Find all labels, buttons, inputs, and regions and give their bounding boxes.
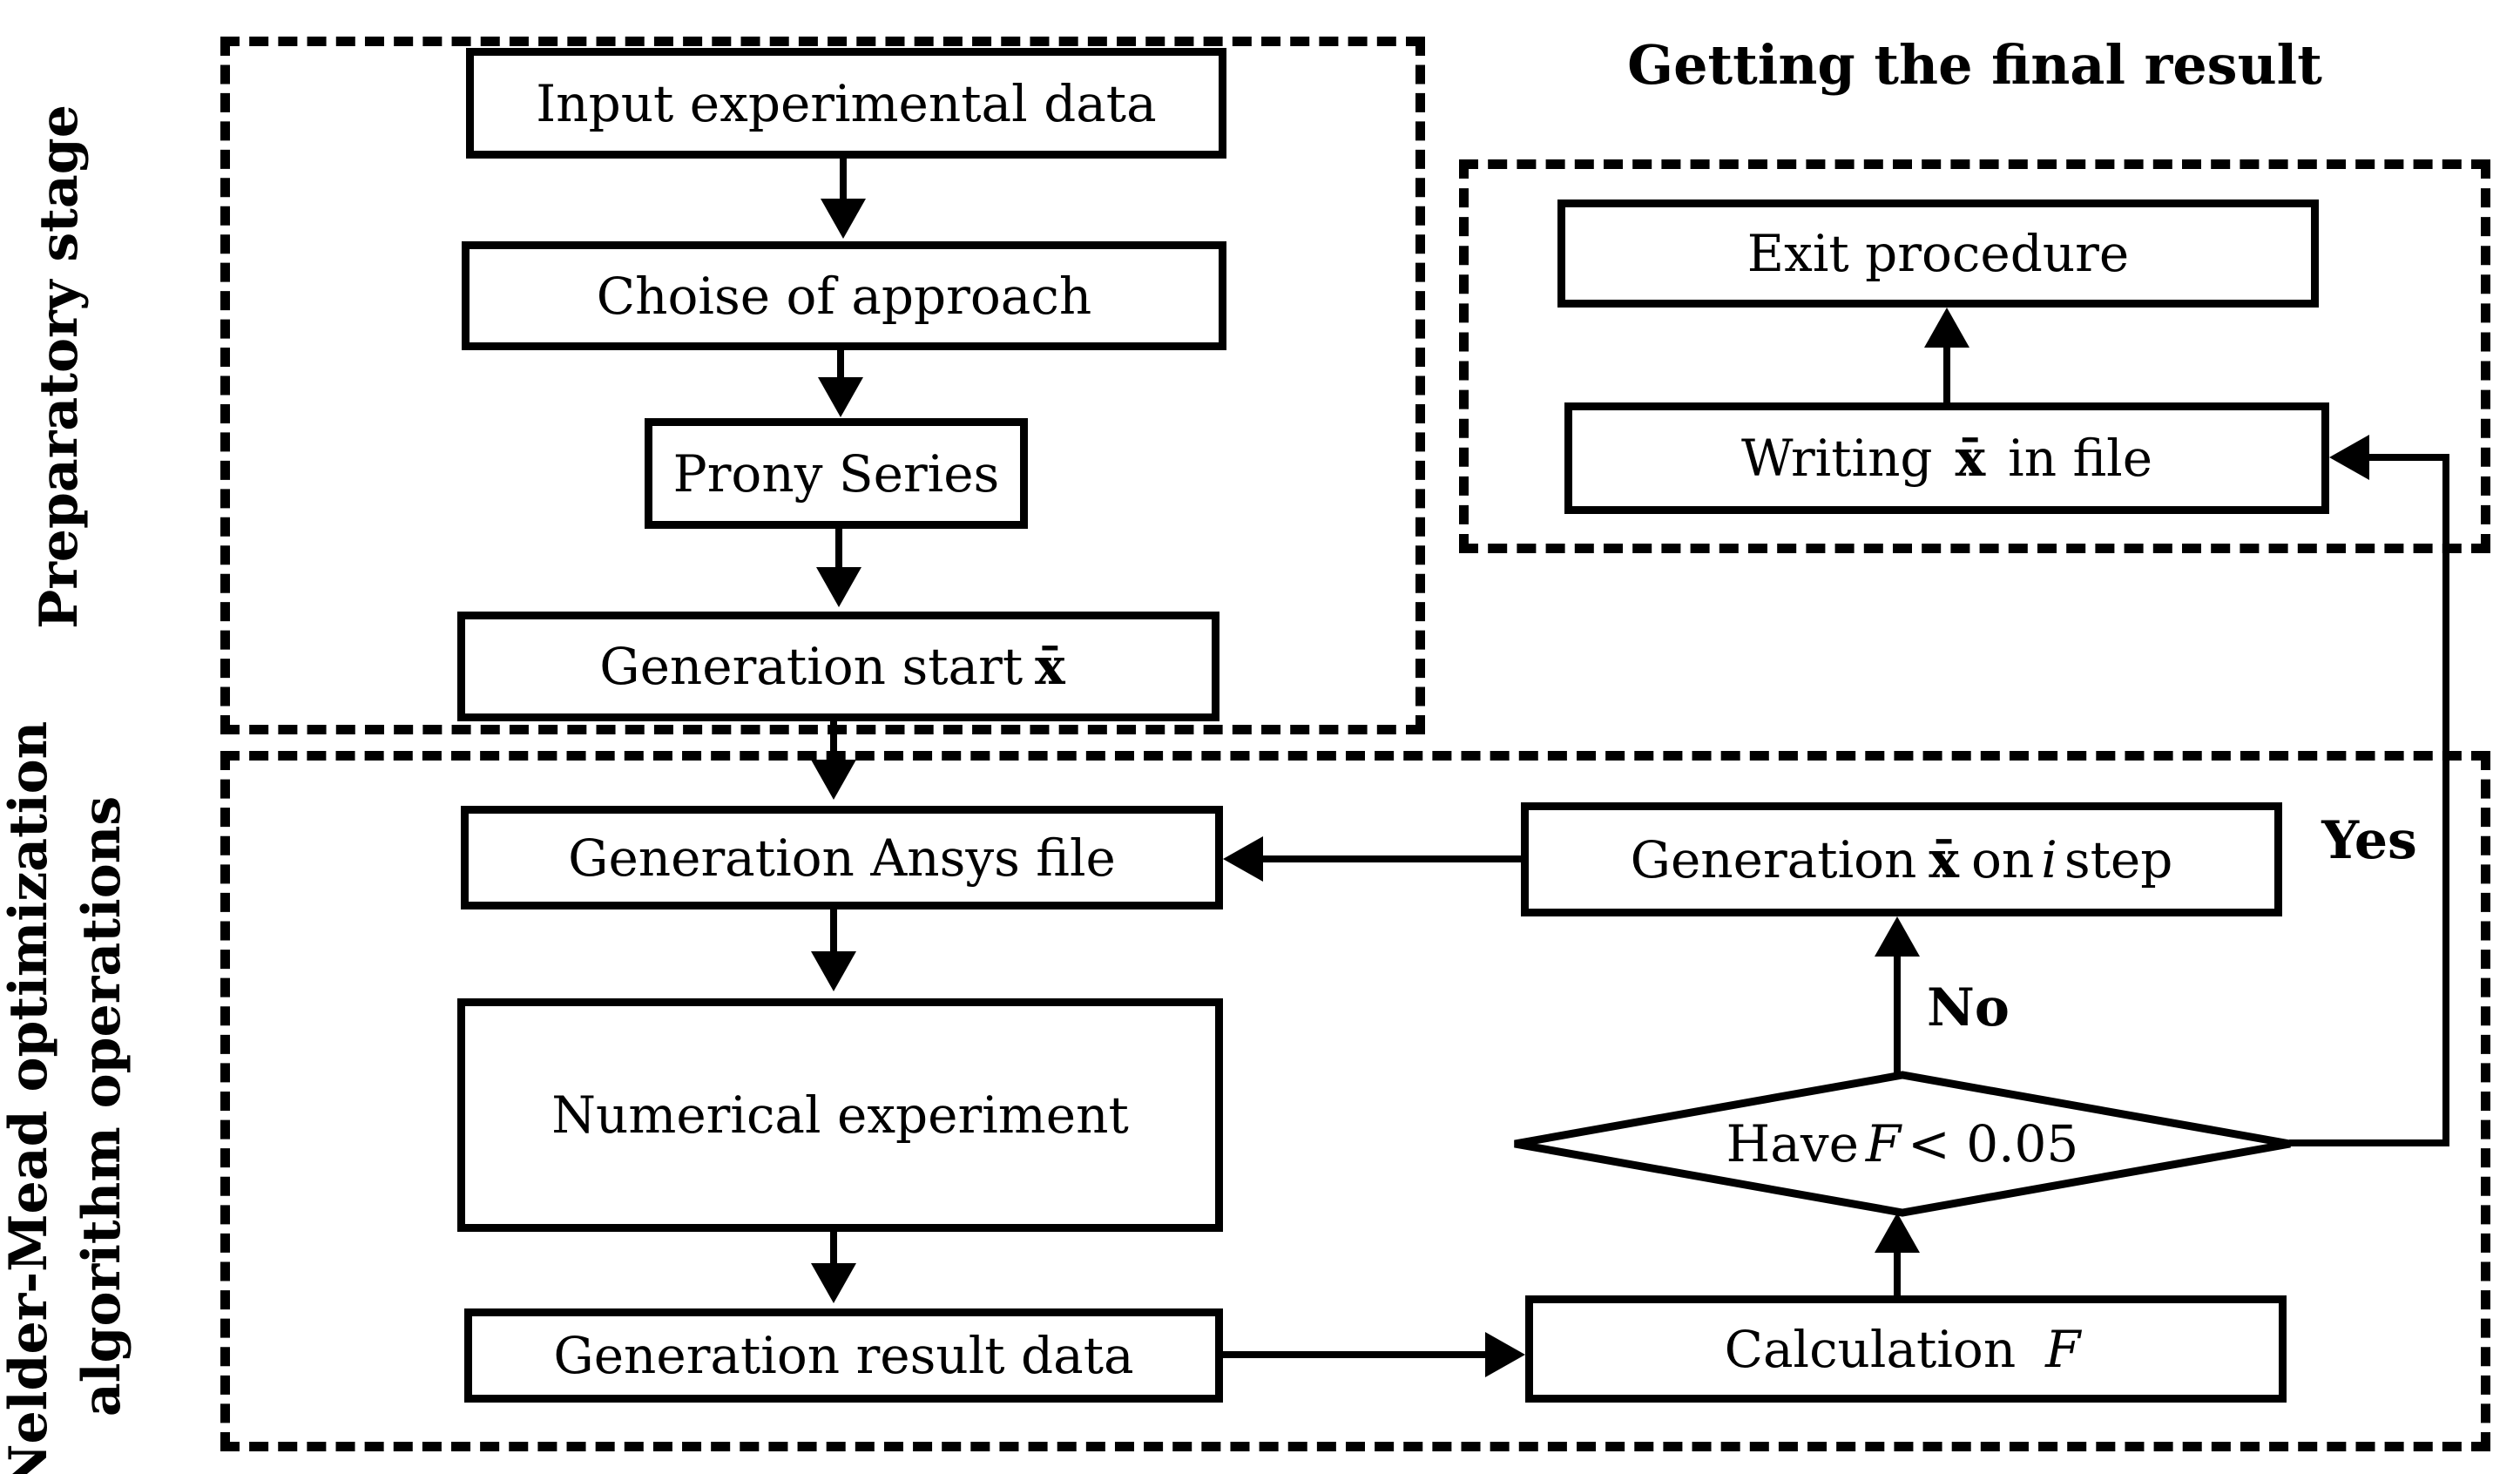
yes-branch-label: Yes — [2321, 810, 2417, 871]
choise-of-approach-box: Choise of approach — [462, 241, 1226, 350]
exit-procedure-box: Exit procedure — [1557, 199, 2319, 308]
in-file-text: in file — [2008, 429, 2153, 488]
i-variable: i — [2041, 829, 2057, 889]
decision-diamond: Have F < 0.05 — [1506, 1067, 2299, 1220]
nelder-mead-label-line2: algorithm operations — [71, 795, 132, 1417]
x-bar-symbol: x̄ — [1035, 637, 1065, 696]
generation-x-on-i-step-box: Generation x̄ on i step — [1521, 802, 2282, 916]
arrow-no-branch-line — [1894, 953, 1901, 1074]
calculation-text: Calculation — [1724, 1319, 2017, 1379]
arrow-input-to-choise-line — [840, 159, 847, 202]
arrow-genresult-to-calc-line — [1223, 1351, 1489, 1358]
diamond-condition: Have F < 0.05 — [1506, 1067, 2299, 1220]
generation-ansys-file-box: Generation Ansys file — [461, 806, 1223, 909]
generation-start-box: Generation start x̄ — [457, 612, 1219, 721]
no-branch-label: No — [1927, 977, 2010, 1038]
x-bar-symbol: x̄ — [1955, 429, 1986, 488]
f-variable: F — [2045, 1319, 2081, 1379]
arrow-calc-to-diamond-line — [1894, 1249, 1901, 1295]
generation-start-text: Generation start — [599, 637, 1024, 696]
writing-text: Writing — [1740, 429, 1933, 488]
arrow-down-icon — [816, 567, 861, 607]
numerical-experiment-box: Numerical experiment — [457, 998, 1223, 1232]
yes-path-top-line — [2366, 454, 2449, 461]
arrow-prony-to-genstart-line — [835, 529, 842, 571]
input-experimental-data-box: Input experimental data — [466, 48, 1226, 159]
step-text: step — [2064, 829, 2173, 889]
arrow-ansys-to-numexp-line — [830, 909, 837, 955]
preparatory-stage-container — [220, 37, 1425, 734]
preparatory-stage-label: Preparatory stage — [29, 105, 90, 629]
x-bar-symbol: x̄ — [1929, 829, 1959, 889]
arrow-down-icon — [818, 377, 863, 417]
arrow-choise-to-prony-line — [837, 350, 844, 381]
nelder-mead-label-line1: Nelder-Mead optimization — [0, 720, 59, 1474]
arrow-left-icon — [2329, 435, 2369, 480]
nelder-mead-stage-label: Nelder-Mead optimization algorithm opera… — [0, 627, 138, 1474]
arrow-up-icon — [1875, 916, 1920, 957]
section-title: Getting the final result — [1627, 33, 2322, 97]
f-variable: F — [1865, 1114, 1902, 1173]
have-text: Have — [1726, 1114, 1859, 1173]
arrow-down-icon — [821, 199, 866, 239]
generation-text: Generation — [1630, 829, 1917, 889]
threshold-text: < 0.05 — [1908, 1114, 2079, 1173]
arrow-left-icon — [1223, 836, 1263, 882]
yes-path-bottom-line — [2289, 1139, 2449, 1146]
arrow-numexp-to-genresult-line — [830, 1232, 837, 1267]
final-result-container — [1459, 159, 2490, 553]
arrow-right-icon — [1485, 1332, 1525, 1377]
arrow-down-icon — [811, 760, 856, 800]
writing-x-in-file-box: Writing x̄ in file — [1564, 402, 2329, 514]
arrow-up-icon — [1875, 1213, 1920, 1253]
nelder-mead-stage-container — [220, 751, 2490, 1451]
calculation-f-box: Calculation F — [1525, 1295, 2287, 1403]
arrow-down-icon — [811, 1263, 856, 1303]
yes-path-vertical-line — [2442, 454, 2449, 1146]
arrow-writing-to-exit-line — [1943, 344, 1950, 402]
prony-series-box: Prony Series — [645, 418, 1028, 529]
arrow-up-icon — [1924, 308, 1969, 348]
arrow-genstart-to-ansys-line — [830, 721, 837, 763]
arrow-down-icon — [811, 951, 856, 991]
generation-result-data-box: Generation result data — [464, 1308, 1223, 1403]
on-text: on — [1971, 829, 2035, 889]
arrow-genstep-to-ansys-line — [1261, 855, 1521, 862]
